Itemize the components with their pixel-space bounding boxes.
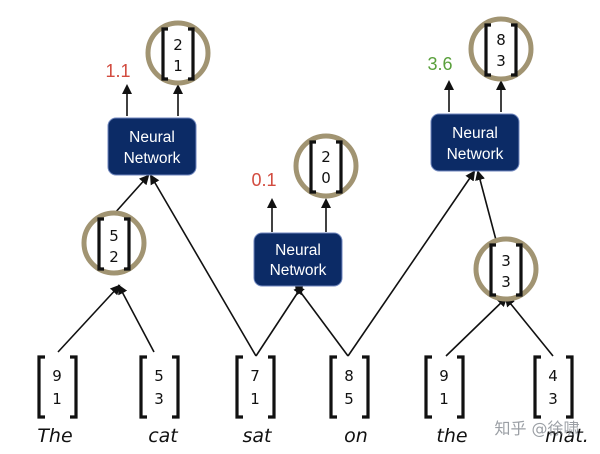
nn-label: Network: [447, 146, 504, 163]
word-the: The: [37, 425, 72, 447]
watermark: 知乎 @徐啸: [494, 419, 579, 438]
vector-value: 1: [250, 390, 260, 408]
vector-value: 1: [52, 390, 62, 408]
node-the-mat: 3 3: [473, 236, 539, 302]
nn-label: Neural: [129, 129, 175, 146]
nn-label: Neural: [452, 125, 498, 142]
vector-value: 2: [109, 248, 119, 266]
word-sat: sat: [243, 425, 274, 447]
vector-value: 2: [321, 148, 331, 166]
vector-value: 3: [501, 252, 511, 270]
word-the2: the: [436, 425, 467, 447]
neural-network-left: Neural Network: [107, 117, 197, 176]
node-middle: 2 0: [293, 133, 359, 199]
neural-network-middle: Neural Network: [253, 232, 343, 287]
score-right: 3.6: [427, 54, 452, 74]
node-top-left: 2 1: [145, 20, 211, 86]
vector-value: 4: [548, 367, 558, 385]
word-on: on: [344, 425, 368, 447]
vector-value: 3: [501, 273, 511, 291]
leaf-vector-the2: 9 1: [424, 355, 465, 419]
nn-label: Network: [270, 262, 327, 279]
leaf-vector-on: 8 5: [329, 355, 370, 419]
vector-value: 9: [52, 367, 62, 385]
edge-sat-to-nn-middle: [255, 284, 304, 357]
nn-label: Network: [124, 150, 181, 167]
vector-value: 5: [154, 367, 164, 385]
edge-thecat-to-nn-left: [113, 174, 150, 215]
vector-value: 3: [496, 52, 506, 70]
edge-the-to-thecat: [57, 284, 121, 353]
vector-value: 5: [344, 390, 354, 408]
node-the-cat: 5 2: [81, 210, 147, 276]
leaf-vector-sat: 7 1: [235, 355, 276, 419]
vector-value: 8: [496, 31, 506, 49]
vector-value: 3: [154, 390, 164, 408]
vector-value: 0: [321, 169, 331, 187]
score-middle: 0.1: [251, 170, 276, 190]
word-mat: mat.: [545, 425, 589, 447]
vector-value: 1: [439, 390, 449, 408]
edge-themat-to-nn-right: [475, 170, 497, 241]
edge-cat-to-thecat: [118, 284, 155, 353]
leaf-vector-mat: 4 3: [533, 355, 574, 419]
edge-sat-to-nn-left: [149, 174, 257, 357]
vector-value: 9: [439, 367, 449, 385]
leaf-vector-the: 9 1: [37, 355, 78, 419]
neural-network-right: Neural Network: [430, 113, 520, 172]
nn-label: Neural: [275, 242, 321, 259]
word-cat: cat: [148, 425, 179, 447]
vector-value: 8: [344, 367, 354, 385]
node-top-right: 8 3: [468, 16, 534, 82]
vector-value: 2: [173, 36, 183, 54]
vector-value: 3: [548, 390, 558, 408]
edges: [57, 80, 554, 357]
score-left: 1.1: [105, 61, 130, 81]
edge-mat-to-themat: [504, 296, 554, 357]
vector-value: 5: [109, 227, 119, 245]
edge-on-to-nn-middle: [294, 284, 349, 357]
sentence-words: The cat sat on the mat.: [37, 425, 588, 447]
edge-the2-to-themat: [445, 296, 508, 357]
vector-value: 7: [250, 367, 260, 385]
edge-on-to-nn-right: [347, 170, 476, 357]
leaf-vector-cat: 5 3: [139, 355, 180, 419]
vector-value: 1: [173, 57, 183, 75]
